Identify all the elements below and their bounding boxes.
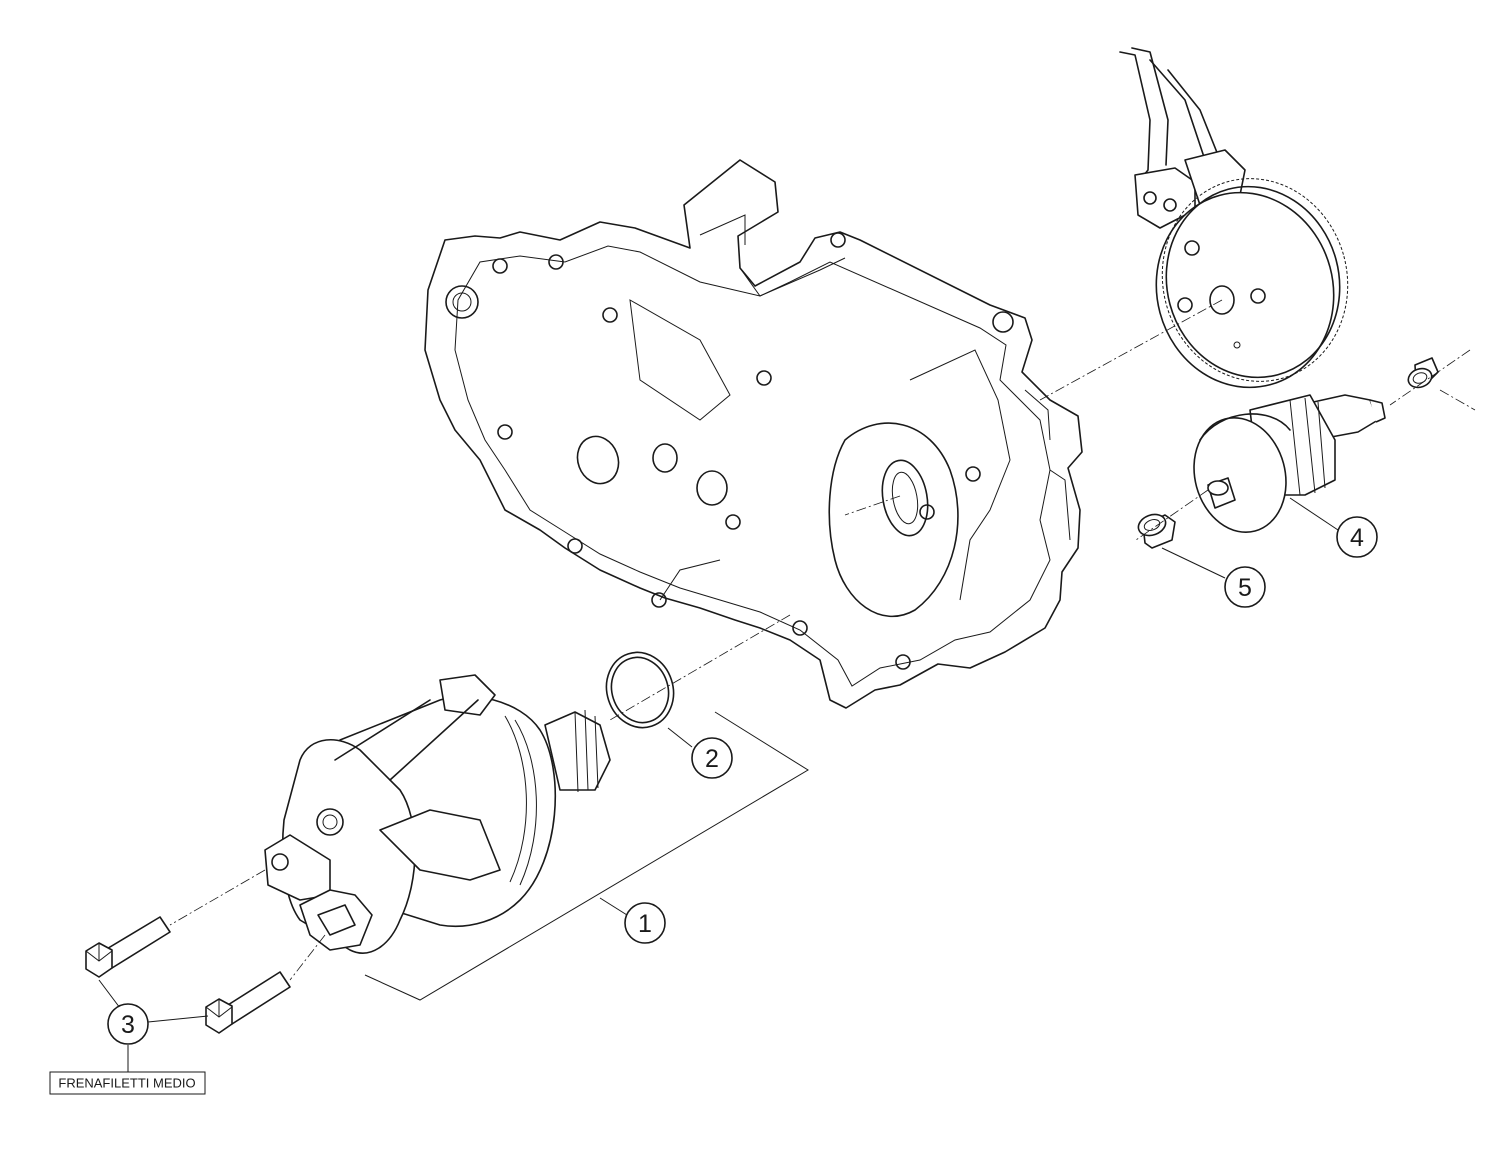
starter-idler-gear: [1193, 394, 1386, 534]
flange-bolt-upper: [85, 916, 171, 978]
assembly-axes: [169, 299, 1476, 981]
callout-4-label: 4: [1350, 524, 1364, 552]
leader-lines: [98, 497, 1339, 1072]
callout-2: 2: [691, 737, 733, 779]
callout-2-label: 2: [705, 745, 719, 773]
o-ring: [605, 651, 675, 729]
starter-driven-gear-assembly: [1119, 47, 1349, 389]
callout-1-label: 1: [638, 910, 652, 938]
callout-3: 3: [107, 1003, 149, 1045]
bushing-right: [1407, 357, 1439, 389]
threadlocker-note-label: FRENAFILETTI MEDIO: [58, 1076, 195, 1091]
bushing-left: [1137, 513, 1176, 549]
flange-bolt-lower: [205, 971, 291, 1034]
threadlocker-note: FRENAFILETTI MEDIO: [49, 1071, 206, 1095]
callout-3-label: 3: [121, 1011, 135, 1039]
callout-5: 5: [1224, 566, 1266, 608]
callout-1: 1: [624, 902, 666, 944]
starter-motor: [264, 674, 611, 954]
callout-5-label: 5: [1238, 574, 1252, 602]
crankcase-half: [424, 159, 1083, 709]
callout-4: 4: [1336, 516, 1378, 558]
